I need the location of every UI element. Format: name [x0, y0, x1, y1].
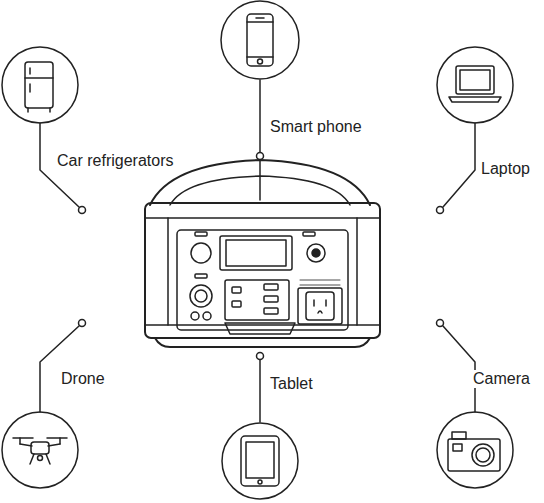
- device-label: Smart phone: [269, 118, 363, 136]
- icon-circles: [2, 1, 513, 499]
- laptop-icon: [449, 66, 501, 102]
- drone-icon: [13, 438, 67, 464]
- device-label: Drone: [60, 370, 106, 388]
- leader-lines: [40, 80, 475, 422]
- tablet-icon: [241, 436, 279, 486]
- fridge-icon: [25, 62, 53, 112]
- device-label: Laptop: [480, 160, 531, 178]
- camera-icon: [448, 432, 500, 471]
- device-label: Car refrigerators: [56, 152, 174, 170]
- power-station: [145, 160, 380, 347]
- phone-icon: [247, 14, 273, 66]
- device-label: Tablet: [269, 375, 314, 393]
- device-label: Camera: [472, 370, 531, 388]
